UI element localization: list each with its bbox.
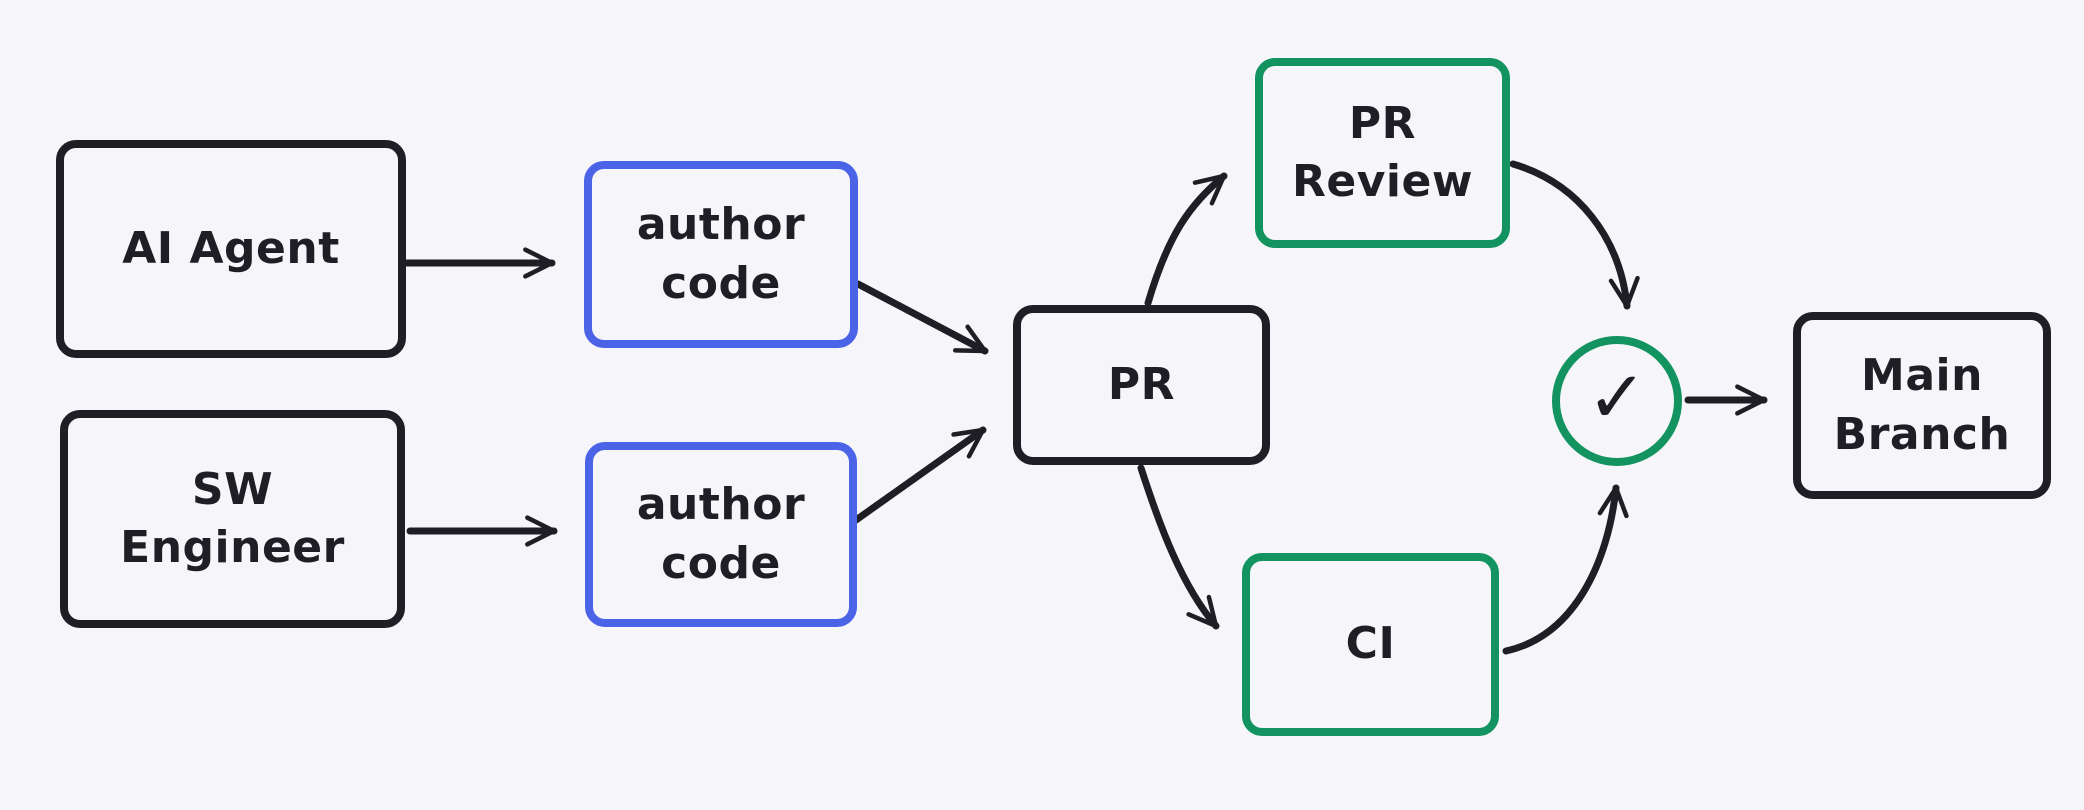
node-pr[interactable]: PR bbox=[1013, 305, 1270, 465]
edge-ci-to-approval-check[interactable] bbox=[1502, 484, 1629, 655]
edge-author-code-top-to-pr[interactable] bbox=[854, 280, 989, 355]
node-author-code-bottom-label: author code bbox=[636, 479, 806, 589]
node-approval-check[interactable]: ✓ bbox=[1552, 336, 1682, 466]
check-icon: ✓ bbox=[1586, 355, 1648, 439]
node-ci[interactable]: CI bbox=[1242, 553, 1499, 736]
edge-pr-to-pr-review[interactable] bbox=[1144, 172, 1228, 307]
edge-pr-review-to-approval-check[interactable] bbox=[1509, 160, 1640, 310]
node-pr-review[interactable]: PR Review bbox=[1255, 58, 1510, 248]
edge-author-code-bottom-to-pr[interactable] bbox=[852, 426, 987, 524]
node-main-branch-label: Main Branch bbox=[1833, 350, 2011, 460]
node-sw-engineer[interactable]: SW Engineer bbox=[60, 410, 405, 628]
edge-pr-to-ci[interactable] bbox=[1137, 464, 1220, 630]
node-ci-label: CI bbox=[1345, 618, 1396, 670]
node-sw-engineer-label: SW Engineer bbox=[120, 463, 345, 573]
node-author-code-top[interactable]: author code bbox=[584, 161, 858, 348]
node-author-code-bottom[interactable]: author code bbox=[585, 442, 857, 627]
node-pr-review-label: PR Review bbox=[1292, 97, 1473, 207]
node-ai-agent-label: AI Agent bbox=[122, 222, 340, 274]
node-main-branch[interactable]: Main Branch bbox=[1793, 312, 2051, 499]
node-author-code-top-label: author code bbox=[636, 199, 806, 309]
node-ai-agent[interactable]: AI Agent bbox=[56, 140, 406, 358]
node-pr-label: PR bbox=[1107, 358, 1176, 410]
